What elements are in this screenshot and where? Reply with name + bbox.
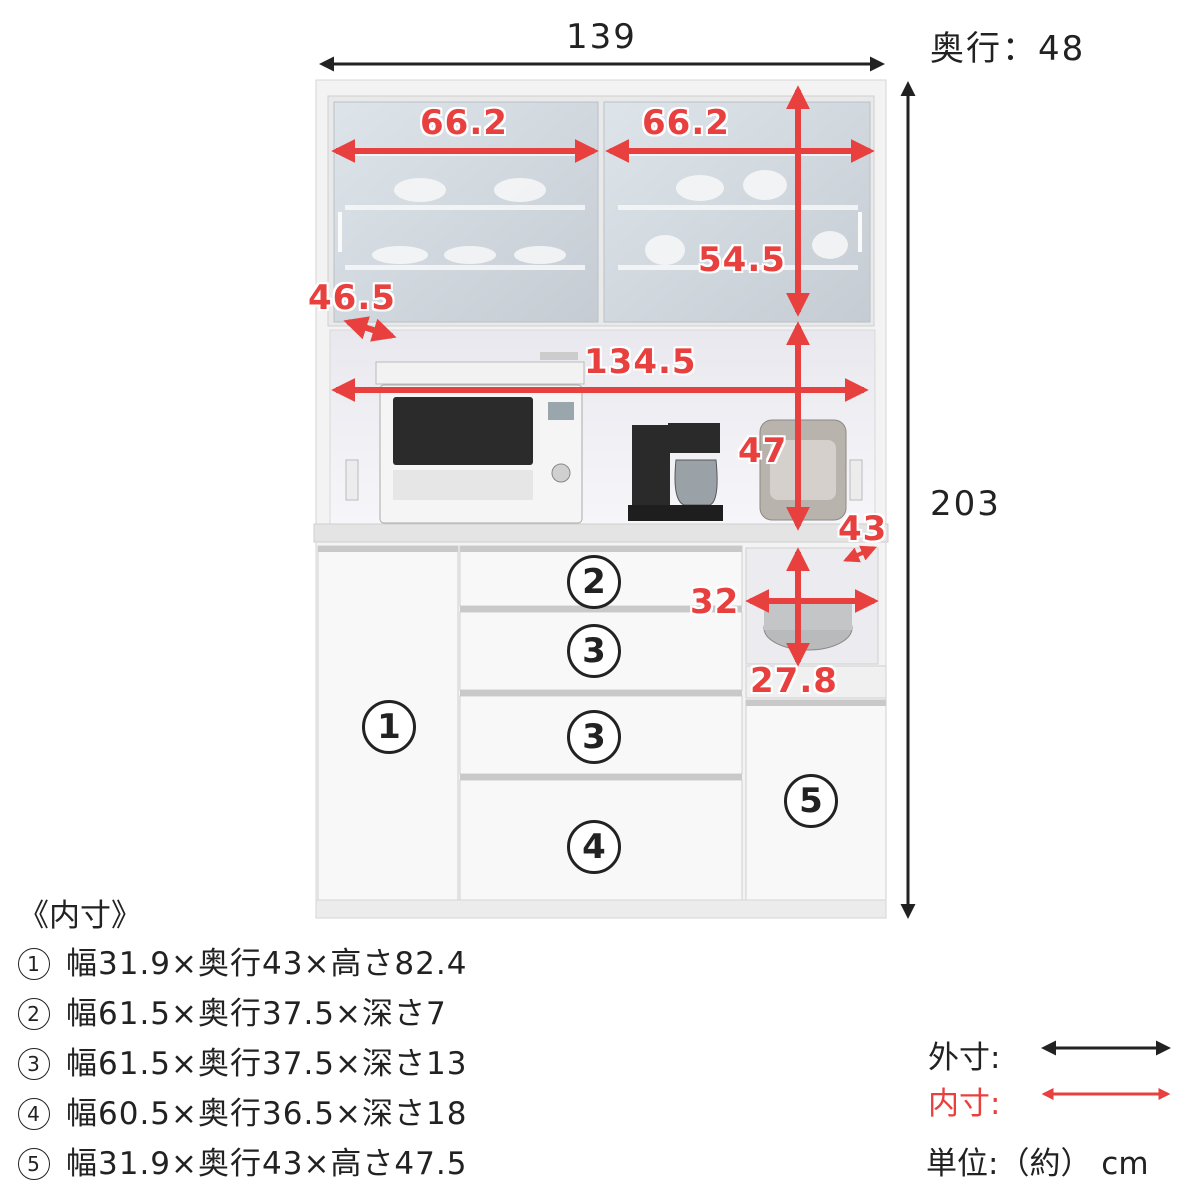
glass-door-right (603, 101, 871, 323)
spec-row-3: 3 幅61.5×奥行37.5×深さ13 (18, 1038, 467, 1083)
label-small-height: 27.8 (750, 661, 838, 701)
unit-label: 単位:（約） cm (926, 1146, 1149, 1182)
spec-number: 1 (18, 948, 50, 980)
label-small-depth: 43 (838, 509, 888, 549)
spec-number: 3 (18, 1048, 50, 1080)
spec-text: 幅60.5×奥行36.5×深さ18 (66, 1096, 468, 1132)
spec-row-1: 1 幅31.9×奥行43×高さ82.4 (18, 938, 467, 983)
compartment-badge-5: 5 (784, 774, 838, 828)
spec-row-5: 5 幅31.9×奥行43×高さ47.5 (18, 1138, 467, 1183)
outer-width-label: 139 (566, 17, 637, 57)
legend-inner-label: 内寸: (928, 1086, 1001, 1122)
label-glass-right: 66.2 (642, 103, 730, 143)
spec-title: 《内寸》 (18, 898, 142, 934)
label-upper-depth: 46.5 (308, 278, 396, 318)
compartment-badge-3b: 3 (567, 710, 621, 764)
spec-number: 2 (18, 998, 50, 1030)
inner-arrow-upper-depth (343, 316, 397, 342)
label-counter-width: 134.5 (584, 342, 697, 382)
spec-text: 幅61.5×奥行37.5×深さ13 (66, 1046, 468, 1082)
glass-door-left (333, 101, 599, 323)
compartment-badge-3a: 3 (567, 624, 621, 678)
inner-arrow-small-depth (843, 545, 877, 563)
label-open-height: 47 (738, 431, 788, 471)
spec-text: 幅31.9×奥行43×高さ47.5 (66, 1146, 468, 1182)
compartment-badge-4: 4 (567, 820, 621, 874)
outer-height-label: 203 (930, 484, 1001, 524)
spec-text: 幅61.5×奥行37.5×深さ7 (66, 996, 447, 1032)
microwave-image (375, 352, 585, 524)
compartment-badge-1: 1 (362, 700, 416, 754)
label-glass-left: 66.2 (420, 103, 508, 143)
spec-row-2: 2 幅61.5×奥行37.5×深さ7 (18, 988, 447, 1033)
label-small-width: 32 (690, 582, 740, 622)
spec-row-4: 4 幅60.5×奥行36.5×深さ18 (18, 1088, 467, 1133)
compartment-badge-2: 2 (567, 555, 621, 609)
label-glass-height: 54.5 (698, 240, 786, 280)
coffee-maker-image (628, 423, 723, 521)
legend-outer-label: 外寸: (928, 1040, 1001, 1076)
spec-number: 4 (18, 1098, 50, 1130)
outer-depth-label: 奥行：48 (930, 29, 1086, 69)
spec-number: 5 (18, 1148, 50, 1180)
spec-text: 幅31.9×奥行43×高さ82.4 (66, 946, 468, 982)
